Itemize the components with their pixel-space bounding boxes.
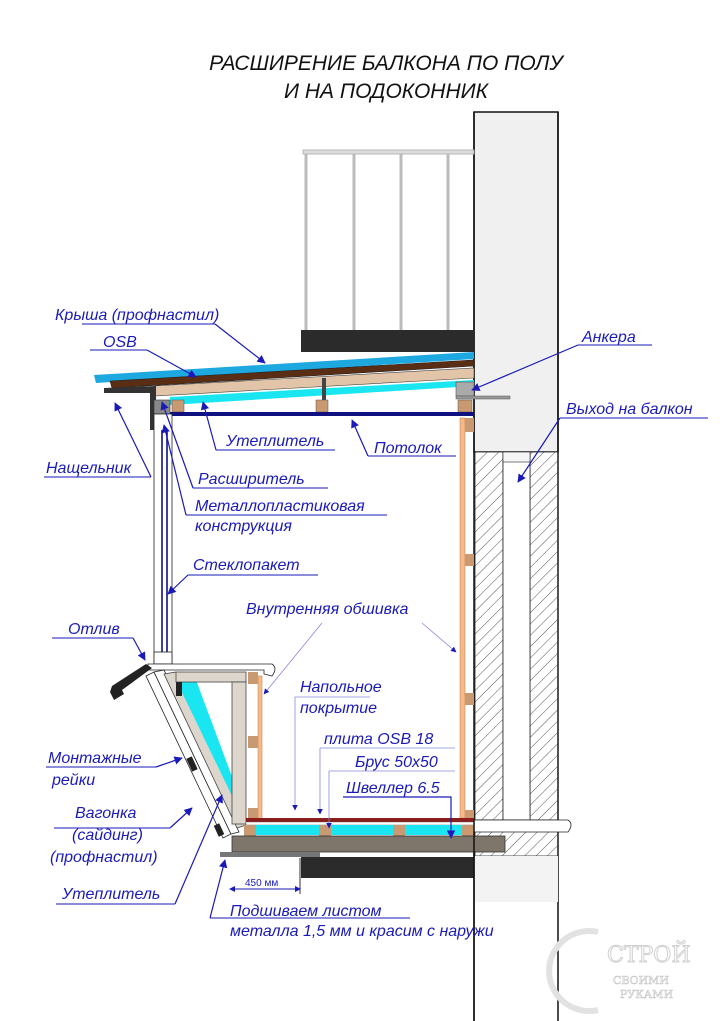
watermark-line-3: РУКАМИ: [620, 988, 673, 1001]
label-balcony-exit: Выход на балкон: [566, 401, 693, 418]
label-insulation-top: Утеплитель: [225, 433, 324, 450]
building-wall: [473, 111, 572, 1021]
label-cladding-2: (сайдинг): [72, 827, 143, 844]
label-cladding-1: Вагонка: [75, 805, 137, 822]
label-roof: Крыша (профнастил): [55, 307, 219, 324]
lower-extension: [110, 663, 276, 839]
label-channel: Швеллер 6.5: [346, 780, 440, 797]
label-beam: Брус 50х50: [355, 754, 438, 771]
upper-balcony-railing: [301, 149, 475, 352]
inner-lining-right: [459, 417, 474, 822]
label-insulation-bottom: Утеплитель: [61, 886, 160, 903]
roof-assembly: [94, 352, 511, 430]
window-column: [153, 413, 173, 665]
label-cladding-3: (профнастил): [50, 849, 158, 866]
label-mount-rails-1: Монтажные: [48, 750, 142, 767]
label-osb-plate: плита OSB 18: [324, 731, 433, 748]
title-line-1: РАСШИРЕНИЕ БАЛКОНА ПО ПОЛУ: [209, 52, 565, 75]
label-floor-covering-1: Напольное: [300, 679, 382, 696]
watermark-line-2: СВОИМИ: [613, 974, 669, 987]
watermark-logo: СТРОЙ СВОИМИ РУКАМИ: [546, 928, 691, 1014]
label-glass-unit: Стеклопакет: [193, 557, 300, 574]
floor-assembly: [220, 818, 506, 1021]
watermark-line-1: СТРОЙ: [607, 940, 691, 968]
label-metal-sheet-1: Подшиваем листом: [230, 903, 382, 920]
label-ceiling: Потолок: [374, 440, 443, 457]
label-metal-sheet-2: металла 1,5 мм и красим с наружи: [230, 923, 494, 940]
title-line-2: И НА ПОДОКОННИК: [284, 80, 490, 103]
callouts: Крыша (профнастил) OSB Анкера Выход на б…: [44, 307, 708, 940]
label-floor-covering-2: покрытие: [300, 700, 377, 717]
label-inner-lining: Внутренняя обшивка: [246, 601, 409, 618]
label-osb: OSB: [103, 334, 137, 351]
label-anchors: Анкера: [581, 329, 636, 346]
label-trim: Нащельник: [46, 460, 133, 477]
label-drip: Отлив: [68, 621, 120, 638]
dimension-label: 450 мм: [245, 878, 278, 889]
label-mount-rails-2: рейки: [51, 772, 95, 789]
label-metal-plastic-2: конструкция: [195, 518, 292, 535]
label-metal-plastic-1: Металлопластиковая: [195, 498, 365, 515]
label-extender: Расширитель: [198, 471, 305, 488]
